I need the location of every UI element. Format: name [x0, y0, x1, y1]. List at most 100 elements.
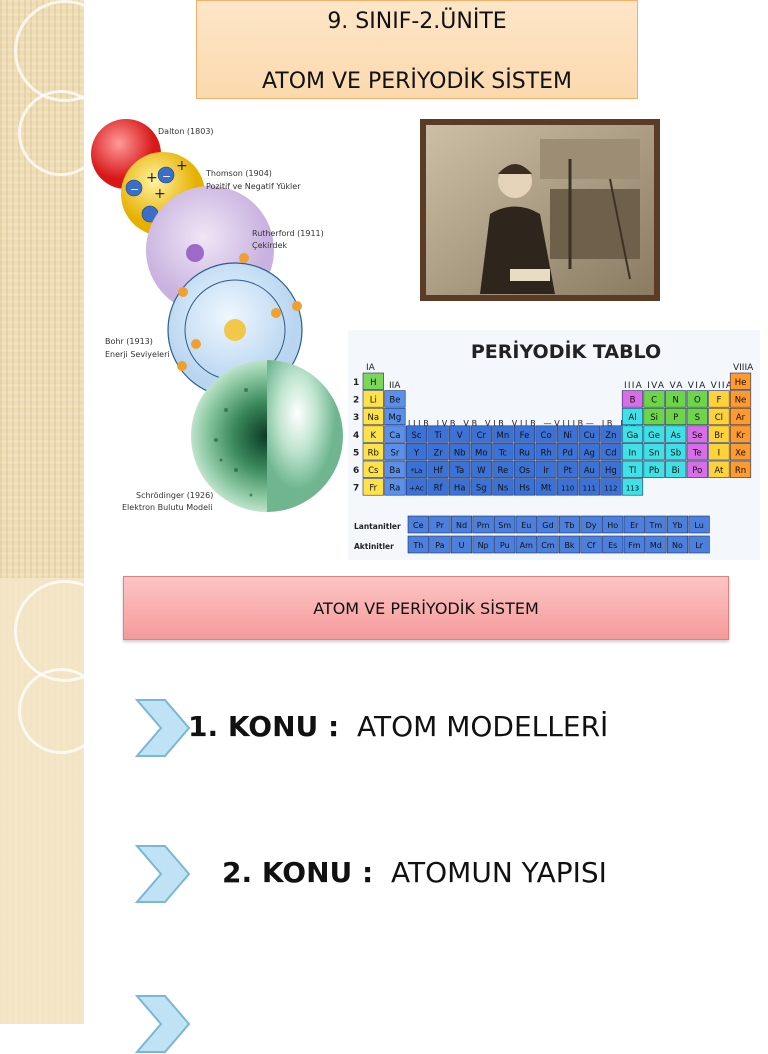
f-block-cell [407, 515, 429, 534]
element-symbol: Ra [389, 484, 400, 494]
element-symbol: Zn [605, 431, 616, 441]
element-cell [535, 443, 557, 461]
element-cell [362, 372, 384, 390]
group-label-iia: IIA [389, 381, 401, 391]
element-cell [708, 390, 730, 408]
element-cell [427, 478, 449, 496]
element-symbol: Na [368, 413, 380, 423]
element-symbol: Tc [498, 448, 508, 458]
f-block-symbol: Pm [477, 521, 490, 530]
f-block-cell [429, 515, 451, 534]
title-card: 9. SINIF-2.ÜNİTE ATOM VE PERİYODİK SİSTE… [196, 0, 638, 99]
element-symbol: Ba [389, 466, 400, 476]
group-labels-middle: IIIB IVB VB VIB VIIB —VIIIB— IB IIB [408, 419, 636, 428]
element-cell [470, 460, 492, 478]
element-symbol: N [673, 396, 679, 406]
element-cell [621, 443, 644, 461]
element-cell [405, 460, 428, 478]
element-cell [643, 407, 665, 426]
element-cell [621, 460, 644, 478]
element-symbol: Nb [454, 448, 466, 458]
f-block-cell [666, 515, 689, 534]
element-symbol: Ha [454, 484, 466, 494]
element-symbol: Co [541, 431, 552, 441]
rutherford-desc: Çekirdek [252, 241, 288, 250]
element-symbol: Tl [628, 466, 637, 476]
f-block-symbol: U [459, 541, 465, 550]
f-block-cell [472, 515, 494, 534]
element-symbol: Bi [672, 466, 680, 476]
element-symbol: S [695, 413, 700, 423]
element-cell [362, 443, 384, 461]
element-cell [557, 443, 579, 461]
element-cell [665, 407, 687, 426]
schrodinger-desc: Elektron Bulutu Modeli [122, 503, 212, 512]
element-symbol: Mo [475, 448, 488, 458]
element-symbol: 111 [583, 485, 596, 493]
element-symbol: K [371, 431, 377, 441]
element-symbol: Br [714, 431, 724, 441]
element-cell [621, 390, 644, 408]
f-block-cell [537, 535, 559, 554]
f-block-cell [602, 535, 624, 554]
element-symbol: Rn [735, 466, 746, 476]
element-symbol: Kr [736, 431, 746, 441]
element-symbol: Cd [605, 448, 616, 458]
group-label-viiia: VIIIA [733, 363, 754, 373]
f-block-cell [515, 535, 537, 554]
topic-1-label: 1. KONU : [188, 710, 340, 743]
f-block-cell [472, 535, 494, 554]
element-cell [384, 425, 406, 443]
element-cell [621, 425, 644, 443]
element-cell [665, 460, 687, 478]
f-block-symbol: Cf [587, 541, 596, 550]
element-cell [492, 425, 514, 443]
element-cell [557, 425, 579, 443]
element-symbol: 110 [561, 485, 574, 493]
element-symbol: *La [411, 467, 423, 475]
element-cell [405, 443, 428, 461]
element-cell [600, 443, 622, 461]
element-cell [535, 460, 557, 478]
element-symbol: Sn [649, 448, 660, 458]
element-symbol: In [629, 448, 637, 458]
bohr-desc: Enerji Seviyeleri [105, 350, 170, 359]
element-cell [686, 407, 708, 426]
title-line-2: ATOM VE PERİYODİK SİSTEM [261, 69, 573, 94]
element-cell [600, 478, 622, 496]
element-cell [449, 478, 471, 496]
element-cell [686, 425, 708, 443]
period-number: 3 [353, 413, 359, 423]
element-symbol: Cs [368, 466, 379, 476]
rutherford-label: Rutherford (1911) [252, 229, 324, 238]
f-block-cell [515, 515, 537, 534]
svg-text:+: + [154, 186, 166, 202]
element-symbol: Ca [389, 431, 400, 441]
element-symbol: Au [584, 466, 595, 476]
element-symbol: Sb [670, 448, 681, 458]
element-cell [643, 390, 665, 408]
element-cell [686, 390, 708, 408]
bohr-label: Bohr (1913) [105, 337, 153, 346]
element-cell [557, 478, 579, 496]
element-cell [621, 407, 644, 426]
f-block-symbol: Nd [456, 521, 467, 530]
thomson-desc: Pozitif ve Negatif Yükler [206, 182, 301, 191]
element-symbol: Ru [519, 448, 530, 458]
element-symbol: Ir [543, 466, 550, 476]
decorative-ring [18, 668, 104, 754]
period-number: 6 [353, 466, 359, 476]
element-cell [362, 478, 384, 496]
f-block-symbol: Tb [564, 521, 575, 530]
element-symbol: Hs [519, 484, 530, 494]
f-block-symbol: Cm [541, 541, 555, 550]
element-cell [449, 425, 471, 443]
element-cell [600, 425, 622, 443]
element-cell [384, 460, 406, 478]
f-block-symbol: Pa [435, 541, 444, 550]
element-cell [578, 478, 600, 496]
element-symbol: Sr [390, 448, 399, 458]
f-block-cell [623, 535, 645, 554]
element-symbol: Pt [563, 466, 572, 476]
element-cell [492, 443, 514, 461]
